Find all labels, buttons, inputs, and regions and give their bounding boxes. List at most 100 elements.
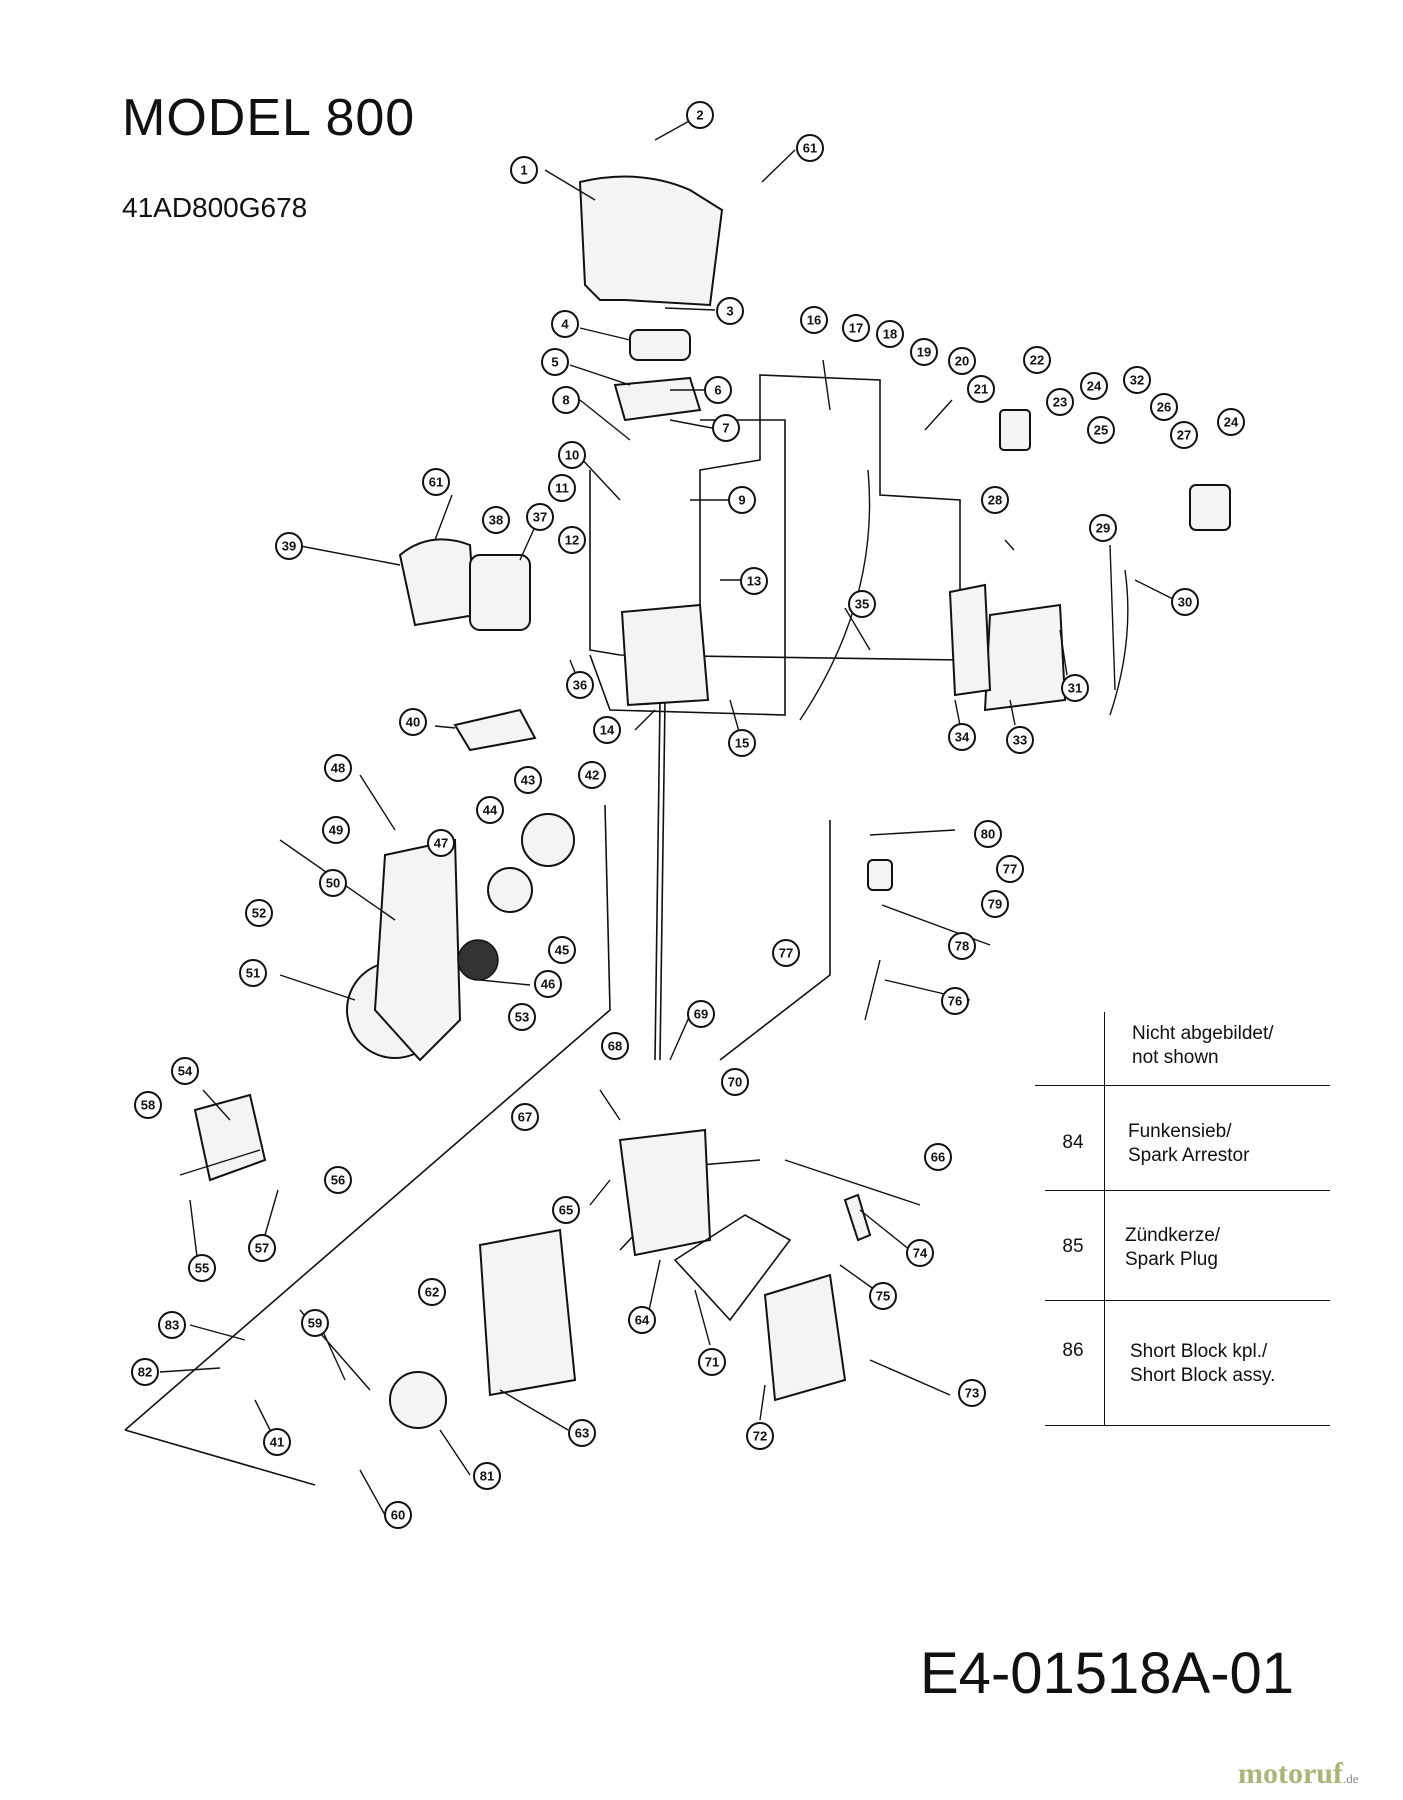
callout-label: 74 (913, 1246, 928, 1261)
callout-bubble (716, 297, 744, 325)
callout-bubble (134, 1091, 162, 1119)
callout-bubble (704, 376, 732, 404)
callout-bubble (552, 386, 580, 414)
document-code: E4-01518A-01 (920, 1641, 1295, 1706)
callout-bubble (981, 890, 1009, 918)
callout-bubble (551, 310, 579, 338)
callout-bubble (746, 1422, 774, 1450)
piston (867, 859, 893, 891)
callout-bubble (924, 1143, 952, 1171)
legend-row-number: 84 (1062, 1132, 1084, 1153)
callout-label: 8 (562, 393, 569, 408)
callout-bubble (552, 1196, 580, 1224)
legend-heading-line2: not shown (1132, 1047, 1219, 1068)
starter-cap (521, 813, 575, 867)
callout-label: 57 (255, 1241, 269, 1256)
callout-bubble (601, 1032, 629, 1060)
callout-label: 4 (561, 317, 569, 332)
callout-label: 16 (807, 313, 821, 328)
callout-label: 54 (178, 1064, 193, 1079)
callout-bubble (848, 590, 876, 618)
callout-bubble (593, 716, 621, 744)
legend-row-number: 86 (1062, 1340, 1084, 1361)
fuel-hose (1109, 569, 1129, 716)
callout-bubble (728, 729, 756, 757)
callout-label: 72 (753, 1429, 767, 1444)
legend-row-line1: Short Block kpl./ (1130, 1341, 1268, 1362)
callout-label: 51 (246, 966, 260, 981)
callout-bubble (967, 375, 995, 403)
callout-bubble (548, 936, 576, 964)
callout-label: 17 (849, 321, 863, 336)
callout-label: 71 (705, 1355, 719, 1370)
callout-label: 78 (955, 939, 969, 954)
callout-label: 61 (803, 141, 817, 156)
callout-bubble (558, 526, 586, 554)
callout-label: 75 (876, 1289, 890, 1304)
callout-bubble (548, 474, 576, 502)
crankcase-cover (763, 1273, 847, 1402)
callout-bubble (941, 987, 969, 1015)
callout-bubble (418, 1278, 446, 1306)
engine-cover (578, 175, 724, 307)
callout-label: 55 (195, 1261, 209, 1276)
callout-bubble (1046, 388, 1074, 416)
callout-label: 66 (931, 1150, 945, 1165)
legend-row-line1: Funkensieb/ (1128, 1121, 1232, 1142)
callout-bubble (842, 314, 870, 342)
legend-rule (1045, 1190, 1330, 1191)
callout-bubble (948, 932, 976, 960)
callout-label: 18 (883, 327, 897, 342)
callout-label: 76 (948, 994, 962, 1009)
callout-label: 33 (1013, 733, 1027, 748)
callout-leaders (159, 114, 1176, 1516)
fuel-line (1109, 544, 1116, 691)
callout-bubble (869, 1282, 897, 1310)
callout-bubble (958, 1379, 986, 1407)
callout-label: 14 (600, 723, 615, 738)
callout-bubble (514, 766, 542, 794)
callout-bubble (876, 320, 904, 348)
muffler (469, 554, 531, 631)
callout-bubble (245, 899, 273, 927)
callout-label: 83 (165, 1318, 179, 1333)
callout-bubble (508, 1003, 536, 1031)
ignition-module (193, 1093, 267, 1182)
legend-row-line2: Short Block assy. (1130, 1365, 1276, 1386)
callout-label: 19 (917, 345, 931, 360)
spark-plug (843, 1193, 872, 1242)
callout-bubble (482, 506, 510, 534)
legend-rule (1045, 1425, 1330, 1426)
brand-tld: .de (1342, 1771, 1359, 1786)
callout-label: 39 (282, 539, 296, 554)
model-number: 41AD800G678 (122, 192, 308, 223)
callout-label: 21 (974, 382, 988, 397)
gasket (613, 376, 702, 422)
callout-bubble (981, 486, 1009, 514)
callout-label: 1 (520, 163, 527, 178)
callout-label: 22 (1030, 353, 1044, 368)
callout-label: 29 (1096, 521, 1110, 536)
callout-label: 65 (559, 1203, 573, 1218)
callout-bubble (800, 306, 828, 334)
callout-bubble (248, 1234, 276, 1262)
callout-label: 36 (573, 678, 587, 693)
starter-pulley (457, 939, 499, 981)
callout-bubble (740, 567, 768, 595)
callout-label: 61 (429, 475, 443, 490)
callout-bubble (1123, 366, 1151, 394)
callout-label: 32 (1130, 373, 1144, 388)
callout-bubble (721, 1068, 749, 1096)
air-filter-element (1189, 484, 1231, 531)
callout-bubble (301, 1309, 329, 1337)
callout-label: 70 (728, 1075, 742, 1090)
callout-bubble (772, 939, 800, 967)
callout-bubble (324, 1166, 352, 1194)
callout-bubble (686, 101, 714, 129)
callout-bubble (568, 1419, 596, 1447)
callout-label: 69 (694, 1007, 708, 1022)
brand-watermark: motoruf.de (1238, 1757, 1359, 1791)
callout-bubble (534, 970, 562, 998)
callout-label: 28 (988, 493, 1002, 508)
